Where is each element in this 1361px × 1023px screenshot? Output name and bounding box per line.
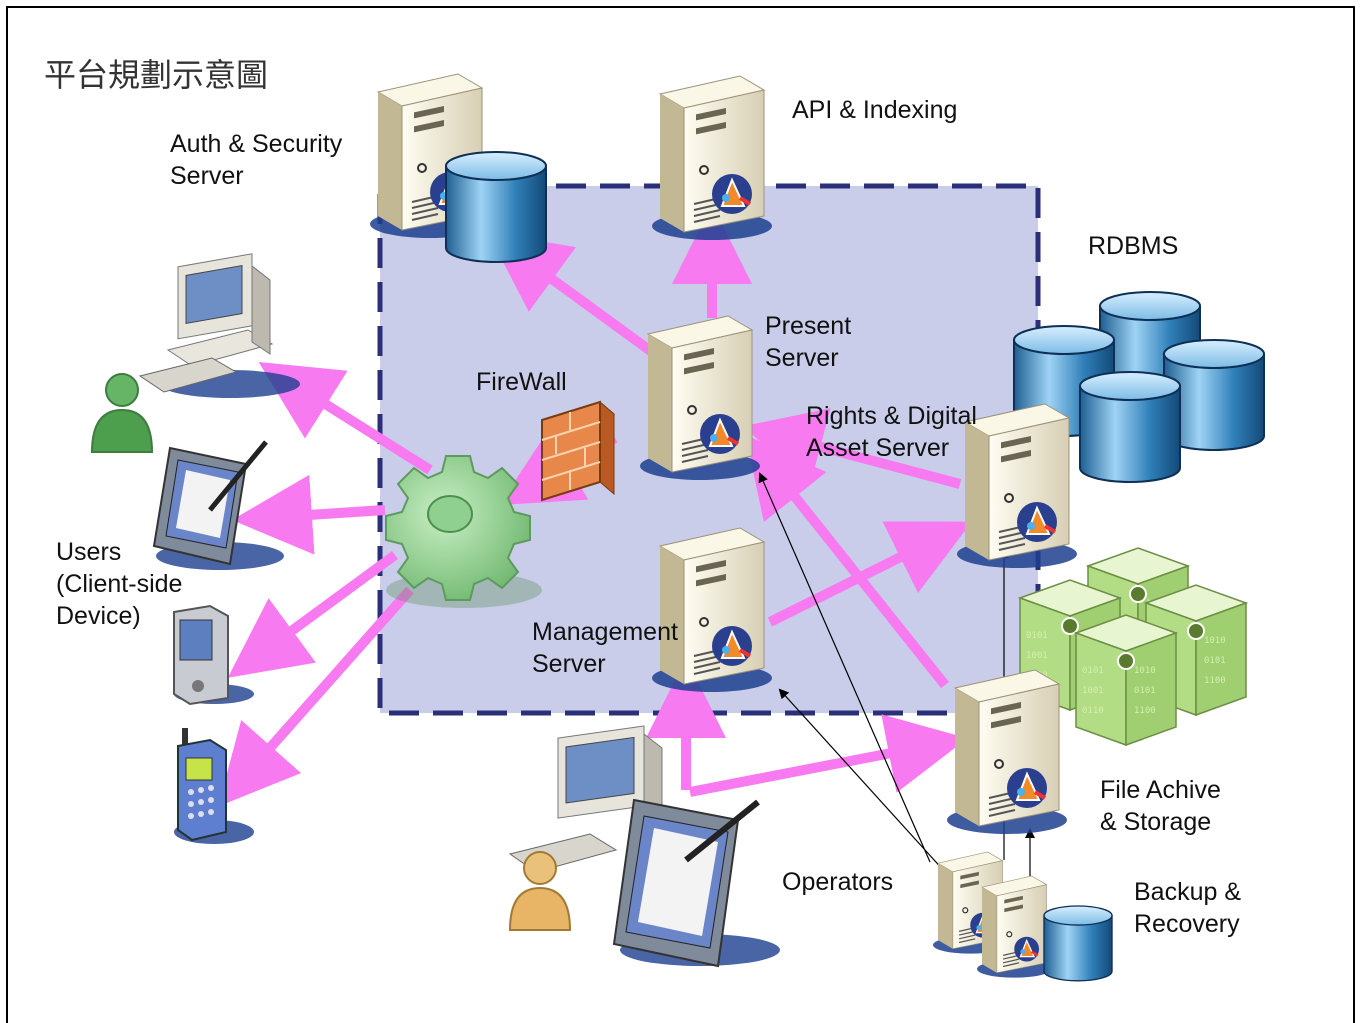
arrow-gear-to-pda: [227, 550, 398, 678]
rights-server-label-line1: Rights & Digital: [806, 402, 977, 430]
firewall-icon: [540, 400, 616, 502]
arrow-operators-to-archive: [689, 714, 968, 797]
users-label-line2: (Client-side: [56, 570, 183, 598]
gear-icon: [385, 455, 542, 608]
api-server-icon: [650, 74, 774, 242]
auth-server-label-line1: Auth & Security: [170, 130, 343, 158]
pda-icon: [152, 440, 284, 570]
cell-phone-icon: [174, 728, 254, 844]
present-server-icon: [638, 314, 762, 482]
users-label-line3: Device): [56, 602, 141, 630]
management-server-icon: [650, 526, 774, 694]
archive-server-icon: [945, 668, 1069, 836]
arrow-backup-to-management: [778, 688, 946, 873]
management-server-label-line1: Management: [532, 618, 678, 646]
operators-label: Operators: [782, 868, 894, 896]
present-server-label-line1: Present: [765, 312, 852, 340]
backup-server-icon: [931, 850, 1113, 982]
rdbms-label: RDBMS: [1088, 232, 1179, 260]
user-icon: [508, 851, 572, 931]
pda-icon: [173, 604, 254, 706]
users-label-line1: Users: [56, 538, 122, 566]
arrow-gear-to-phone: [218, 586, 414, 807]
arrow-gear-to-tablet: [232, 474, 386, 555]
arrow-management-to-rights: [767, 521, 972, 627]
present-server-label-line2: Server: [765, 344, 839, 372]
arrow-present-to-auth: [487, 232, 655, 357]
desktop-computer-icon: [138, 253, 300, 398]
backup-label-line2: Recovery: [1134, 910, 1240, 938]
rights-server-label-line2: Asset Server: [806, 434, 950, 462]
page-title: 平台規劃示意圖: [44, 56, 269, 94]
auth-server-label-line2: Server: [170, 162, 244, 190]
arrow-gear-to-desktop: [258, 362, 433, 475]
file-archive-label-line2: & Storage: [1100, 808, 1212, 836]
user-icon: [90, 373, 154, 453]
firewall-label: FireWall: [476, 368, 567, 396]
auth-database-icon: [445, 151, 547, 263]
api-indexing-label: API & Indexing: [792, 96, 958, 124]
backup-label-line1: Backup &: [1134, 878, 1242, 906]
arrow-backup-to-present: [758, 472, 931, 863]
management-server-label-line2: Server: [532, 650, 606, 678]
file-archive-label-line1: File Achive: [1100, 776, 1221, 804]
pda-icon: [612, 798, 780, 968]
arrow-archive-to-present: [745, 434, 949, 689]
